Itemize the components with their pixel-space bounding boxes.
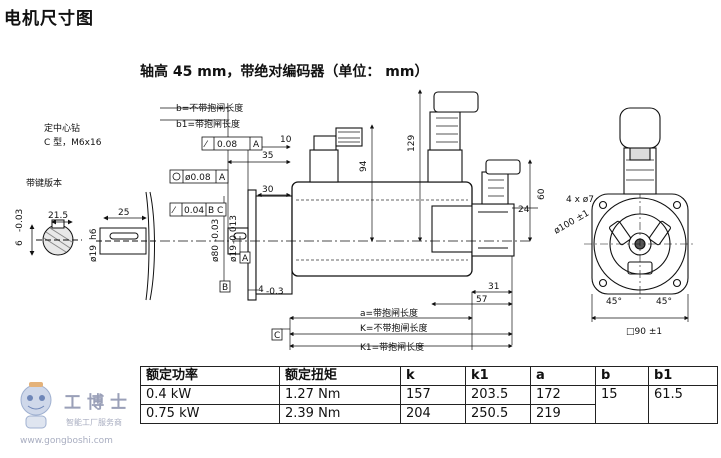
label-b1: b1=带抱闸长度 — [176, 118, 240, 130]
spec-table: 额定功率 额定扭矩 k k1 a b b1 0.4 kW 1.27 Nm 157… — [140, 366, 718, 424]
drawing-subtitle: 轴高 45 mm，带绝对编码器（单位： mm） — [140, 64, 429, 80]
table-cell: 2.39 Nm — [279, 404, 401, 424]
svg-text:0.04: 0.04 — [184, 206, 204, 216]
watermark-url: www.gongboshi.com — [20, 436, 113, 446]
datum-c: C — [271, 328, 283, 341]
watermark-subtitle: 智能工厂服务商 — [66, 418, 122, 427]
dim-60: 60 — [537, 188, 547, 200]
table-cell: 250.5 — [465, 404, 531, 424]
dim-25: 25 — [118, 208, 129, 218]
label-center-hole: 定中心钻 — [44, 122, 80, 134]
page-title: 电机尺寸图 — [4, 9, 94, 29]
motor-front-view — [584, 107, 696, 322]
datum-a: A — [239, 251, 251, 264]
tolerance-frame-concentric: ø0.08 A — [169, 169, 229, 184]
svg-text:C: C — [274, 331, 280, 341]
table-header: k1 — [465, 366, 531, 386]
table-header: b — [595, 366, 649, 386]
label-b: b=不带抱闸长度 — [176, 102, 243, 114]
label-a: a=带抱闸长度 — [360, 307, 418, 319]
dim-phi19-tol: -0.013 — [229, 215, 239, 244]
dim-4-tol: -0.3 — [266, 287, 284, 297]
table-row: 0.4 kW 1.27 Nm 157 203.5 172 15 61.5 — [140, 385, 718, 424]
dim-129: 129 — [407, 135, 417, 152]
dim-4: 4 — [258, 285, 264, 295]
dim-94: 94 — [359, 160, 369, 172]
dim-angle-b: 45° — [656, 297, 672, 307]
dim-31: 31 — [488, 282, 499, 292]
table-header: 额定扭矩 — [279, 366, 401, 386]
watermark-brand: 工博士 — [64, 393, 133, 413]
label-keyed-version: 带键版本 — [26, 177, 62, 189]
table-cell: 61.5 — [648, 385, 718, 424]
dim-bolt-holes: 4 x ø7 — [566, 195, 594, 205]
table-cell: 203.5 — [465, 385, 531, 405]
label-k: K=不带抱闸长度 — [360, 322, 427, 334]
table-cell: 204 — [400, 404, 466, 424]
motor-side-view — [160, 91, 530, 301]
dim-35: 35 — [262, 151, 273, 161]
table-header-row: 额定功率 额定扭矩 k k1 a b b1 — [140, 366, 718, 386]
label-k1: K1=带抱闸长度 — [360, 341, 424, 353]
shaft-dimension-lines — [29, 215, 147, 256]
svg-text:⁄: ⁄ — [203, 140, 209, 150]
tolerance-frame-runout-2: ⁄ 0.04 B C — [169, 202, 227, 217]
label-center-hole-spec: C 型，M6x16 — [44, 137, 102, 148]
shaft-end-detail — [36, 191, 156, 301]
dim-6: 6 — [15, 240, 25, 246]
svg-text:A: A — [219, 173, 226, 183]
svg-text:B C: B C — [208, 206, 223, 216]
svg-text:0.08: 0.08 — [217, 140, 237, 150]
dim-24: 24 — [518, 205, 530, 215]
dim-57: 57 — [476, 295, 487, 305]
table-header: k — [400, 366, 466, 386]
svg-text:⁄: ⁄ — [171, 206, 177, 216]
dim-phi80: ø80 — [211, 245, 221, 262]
dim-pcd: ø100 ±1 — [553, 209, 592, 237]
table-header: 额定功率 — [140, 366, 280, 386]
dim-phi19-key: ø19 — [89, 245, 99, 262]
table-cell: 219 — [530, 404, 596, 424]
svg-text:B: B — [222, 283, 228, 293]
robot-mascot-icon — [20, 382, 52, 429]
dim-angle-a: 45° — [606, 297, 622, 307]
table-row: 0.75 kW 2.39 Nm 204 250.5 219 — [140, 404, 718, 424]
table-cell: 0.4 kW — [140, 385, 280, 405]
dim-h6: h6 — [89, 228, 99, 240]
dim-phi19-shaft: ø19 — [229, 245, 239, 262]
watermark: 工博士 智能工厂服务商 www.gongboshi.com — [8, 376, 140, 454]
table-cell: 15 — [595, 385, 649, 424]
tolerance-frame-runout-1: ⁄ 0.08 A — [201, 136, 263, 151]
table-cell: 157 — [400, 385, 466, 405]
svg-text:A: A — [253, 140, 260, 150]
dim-phi80-tol: -0.03 — [211, 219, 221, 242]
table-cell: 172 — [530, 385, 596, 405]
datum-b: B — [219, 280, 231, 293]
table-header: b1 — [648, 366, 718, 386]
dim-30: 30 — [262, 185, 274, 195]
table-header: a — [530, 366, 596, 386]
svg-text:ø0.08: ø0.08 — [185, 173, 211, 183]
table-cell: 0.75 kW — [140, 404, 280, 424]
dim-square: □90 ±1 — [626, 327, 662, 337]
dim-6-tol: -0.03 — [15, 209, 25, 232]
svg-text:A: A — [242, 254, 249, 264]
dim-10: 10 — [280, 135, 292, 145]
dim-21-5: 21.5 — [48, 211, 68, 221]
table-cell: 1.27 Nm — [279, 385, 401, 405]
main-dimension-lines — [160, 89, 538, 350]
